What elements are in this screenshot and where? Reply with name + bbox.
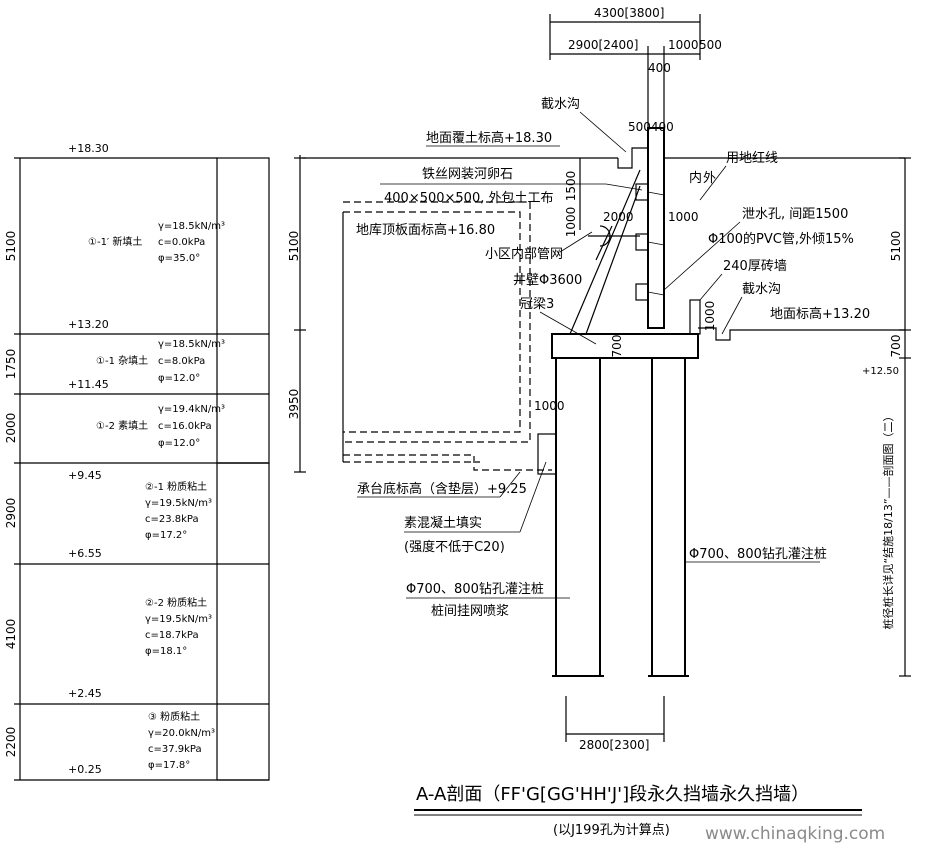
layer4-prop0: γ=19.5kN/m³: [145, 614, 212, 625]
dim-right-5100: 5100: [889, 231, 903, 262]
dim-1500: 1500: [564, 171, 578, 202]
soil-thk-5: 2200: [4, 727, 18, 758]
label-crown-beam: 冠梁3: [520, 297, 554, 312]
soil-thk-2: 2000: [4, 413, 18, 444]
main-section: [302, 127, 905, 677]
dim-top-500: 500: [699, 38, 722, 52]
top-ditch: [617, 147, 648, 169]
vertical-note: 桩径桩长详见“结施18/13”——剖面图（二）: [881, 410, 895, 629]
brick-wall: [689, 299, 701, 335]
dim-1000-d: 1000: [534, 399, 565, 413]
top-dimensions: 4300[3800] 2900[2400] 1000 500 400 50040…: [549, 6, 722, 134]
layer4-prop2: φ=18.1°: [145, 646, 187, 657]
layer3-prop2: φ=17.2°: [145, 530, 187, 541]
right-dimensions: 5100 700 +12.50 桩径桩长详见“结施18/13”——剖面图（二） …: [534, 157, 911, 677]
layer1-prop0: γ=18.5kN/m³: [158, 339, 225, 350]
dim-top-1000: 1000: [668, 38, 699, 52]
soil-elev-3: +9.45: [68, 469, 102, 482]
annotations: 截水沟 地面覆土标高+18.30 内 外 用地红线 铁丝网装河卵石 400×50…: [356, 97, 870, 619]
label-inside: 内: [689, 170, 702, 186]
label-tube-wall: 井壁Φ3600: [513, 273, 582, 288]
soil-thk-3: 2900: [4, 498, 18, 529]
soil-thk-0: 5100: [4, 231, 18, 262]
layer5-name: ③ 粉质粘土: [148, 710, 200, 723]
label-outside: 外: [703, 171, 716, 186]
layer5-prop1: c=37.9kPa: [148, 744, 202, 755]
concrete-fill: [537, 433, 557, 475]
label-ditch-right: 截水沟: [742, 282, 781, 297]
retaining-wall: [647, 127, 665, 329]
layer0-prop2: φ=35.0°: [158, 253, 200, 264]
label-garage-roof: 地库顶板面标高+16.80: [356, 222, 495, 238]
soil-elev-0: +18.30: [68, 142, 109, 155]
label-pipe-net: 小区内部管网: [485, 246, 563, 262]
label-brick-wall: 240厚砖墙: [723, 259, 787, 274]
layer0-prop0: γ=18.5kN/m³: [158, 221, 225, 232]
layer3-prop1: c=23.8kPa: [145, 514, 199, 525]
garage-outline: [343, 211, 521, 433]
label-pile-left-1: Φ700、800钻孔灌注桩: [406, 582, 544, 597]
label-drain-hole: 泄水孔, 间距1500: [742, 207, 848, 222]
elev-right: +12.50: [862, 366, 899, 377]
label-red-line: 用地红线: [726, 150, 778, 166]
soil-elev-2: +11.45: [68, 378, 109, 391]
pile-cap: [551, 333, 699, 359]
layer1-prop2: φ=12.0°: [158, 373, 200, 384]
layer2-name: ①-2 素填土: [96, 419, 148, 432]
title-block: A-A剖面（FF'G[GG'HH'J']段永久挡墙永久挡墙） (以J199孔为计…: [414, 784, 885, 844]
layer0-prop1: c=0.0kPa: [158, 237, 205, 248]
soil-thk-1: 1750: [4, 349, 18, 380]
label-pile-right: Φ700、800钻孔灌注桩: [689, 547, 827, 562]
layer5-prop2: φ=17.8°: [148, 760, 190, 771]
title-sub: (以J199孔为计算点): [553, 823, 670, 838]
dim-top-400: 400: [648, 61, 671, 75]
soil-elev-5: +2.45: [68, 687, 102, 700]
soil-thk-4: 4100: [4, 619, 18, 650]
dim-bottom: 2800[2300]: [579, 738, 649, 752]
dim-top-left: 2900[2400]: [568, 38, 638, 52]
dim-top-total: 4300[3800]: [594, 6, 664, 20]
dim-1000-c: 1000: [703, 301, 717, 332]
dim-left-3950: 3950: [287, 389, 301, 420]
soil-column: +18.30 +13.20 +11.45 +9.45 +6.55 +2.45 +…: [4, 142, 270, 781]
dim-left-5100: 5100: [287, 231, 301, 262]
label-fill-1: 素混凝土填实: [404, 515, 482, 531]
soil-elev-4: +6.55: [68, 547, 102, 560]
layer2-prop2: φ=12.0°: [158, 438, 200, 449]
watermark: www.chinaqking.com: [705, 824, 885, 844]
label-ditch-top: 截水沟: [541, 97, 580, 112]
label-gabion-1: 铁丝网装河卵石: [422, 167, 513, 182]
title-main: A-A剖面（FF'G[GG'HH'J']段永久挡墙永久挡墙）: [416, 784, 809, 805]
label-cap-bottom: 承台底标高（含垫层）+9.25: [357, 481, 527, 497]
label-pile-left-2: 桩间挂网喷浆: [431, 604, 509, 619]
section-left-dims: 5100 3950: [287, 155, 306, 473]
layer0-name: ①-1′ 新填土: [88, 235, 142, 248]
label-fill-2: (强度不低于C20): [404, 539, 505, 555]
bottom-dimension: 2800[2300]: [565, 696, 665, 752]
dim-cap-500-400: 500400: [628, 120, 674, 134]
label-ground-level: 地面标高+13.20: [770, 306, 870, 322]
label-ground-cover: 地面覆土标高+18.30: [426, 130, 552, 146]
layer4-name: ②-2 粉质粘土: [145, 596, 207, 609]
ground-right: [698, 327, 905, 341]
layer2-prop1: c=16.0kPa: [158, 421, 212, 432]
soil-elev-6: +0.25: [68, 763, 102, 776]
soil-elev-1: +13.20: [68, 318, 109, 331]
label-gabion-2: 400×500×500, 外包土工布: [384, 191, 554, 206]
layer3-prop0: γ=19.5kN/m³: [145, 498, 212, 509]
layer4-prop1: c=18.7kPa: [145, 630, 199, 641]
dim-1000-a: 1000: [564, 207, 578, 238]
layer2-prop0: γ=19.4kN/m³: [158, 404, 225, 415]
dim-right-700: 700: [889, 335, 903, 358]
layer1-name: ①-1 杂填土: [96, 354, 148, 367]
layer1-prop1: c=8.0kPa: [158, 356, 205, 367]
label-pvc: Φ100的PVC管,外倾15%: [708, 231, 854, 247]
layer5-prop0: γ=20.0kN/m³: [148, 728, 215, 739]
dim-1000-b: 1000: [668, 210, 699, 224]
dim-2000: 2000: [603, 210, 634, 224]
dim-700: 700: [610, 335, 624, 358]
layer3-name: ②-1 粉质粘土: [145, 480, 207, 493]
